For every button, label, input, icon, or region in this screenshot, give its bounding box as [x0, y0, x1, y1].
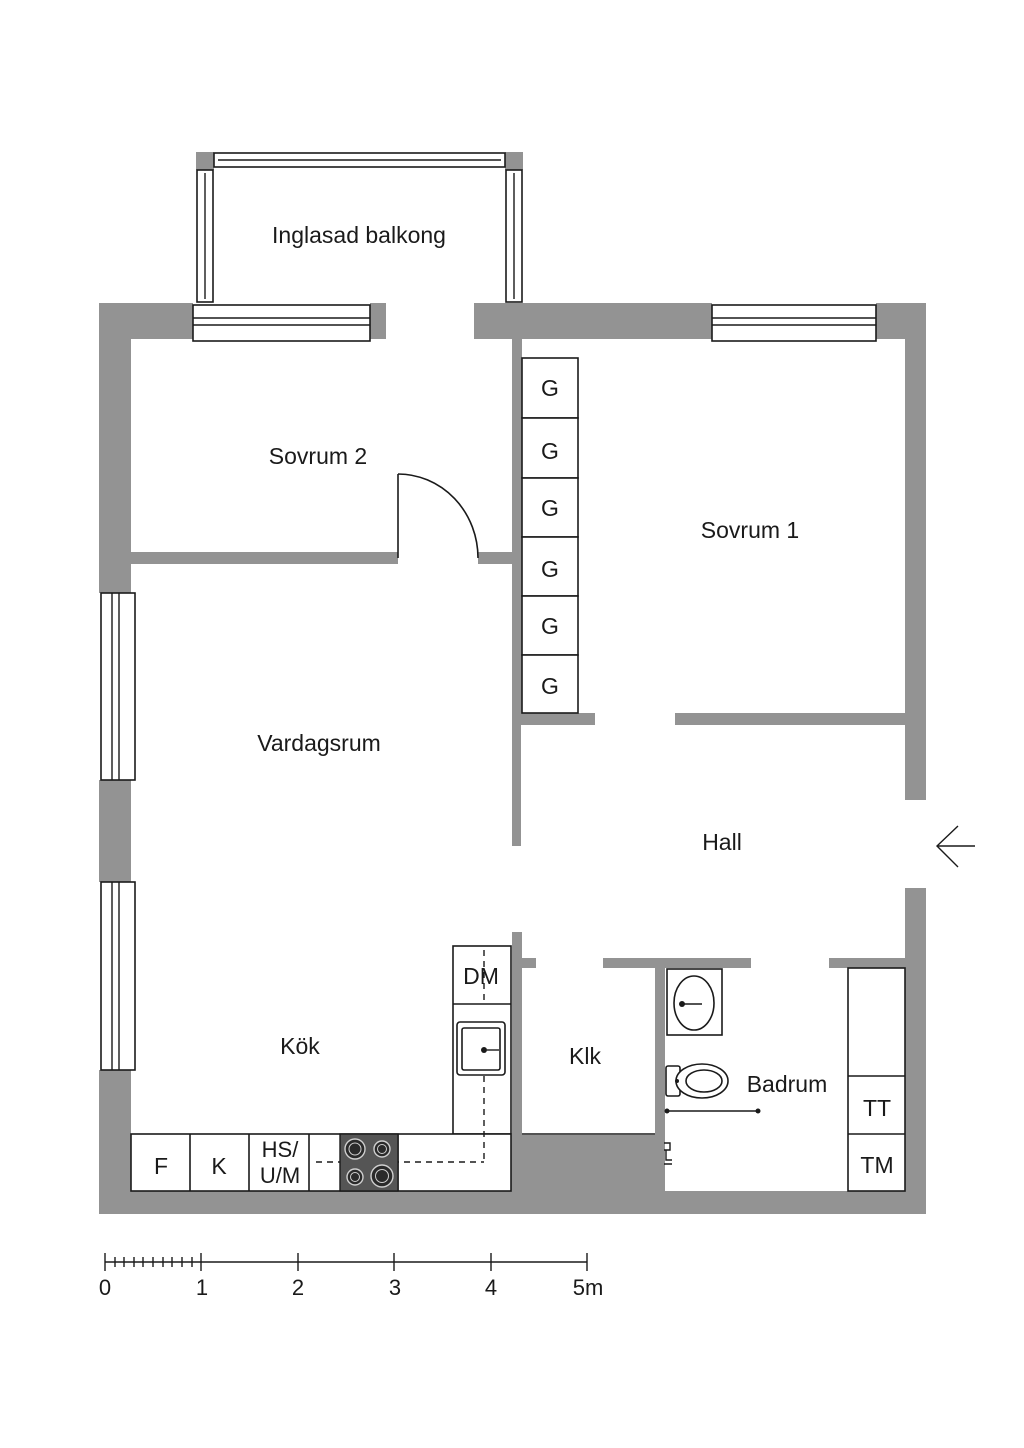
wardrobe-label: G [541, 556, 559, 582]
wardrobe-5 [521, 595, 579, 656]
freezer-label: K [211, 1153, 227, 1179]
kitchen-counter: DM F K HS/ U/M [130, 945, 512, 1192]
sink-icon [456, 1021, 506, 1076]
fridge-label: F [154, 1153, 168, 1179]
arrow-left-icon [935, 825, 975, 868]
wardrobe-1 [521, 357, 579, 419]
balcony-glazing [196, 152, 523, 303]
room-label-bedroom1: Sovrum 1 [701, 517, 799, 543]
room-label-hall: Hall [702, 829, 742, 855]
scale-label-2: 2 [292, 1275, 304, 1300]
washbasin-icon [666, 968, 723, 1036]
washer-label: TM [860, 1152, 893, 1178]
toilet-icon [665, 1063, 729, 1099]
scale-label-4: 4 [485, 1275, 497, 1300]
wardrobe-2 [521, 417, 579, 479]
wardrobe-label: G [541, 438, 559, 464]
wardrobe-label: G [541, 613, 559, 639]
room-label-kitchen: Kök [280, 1033, 320, 1059]
scale-label-5m: 5m [573, 1275, 604, 1300]
windows [100, 304, 877, 1071]
scale-label-3: 3 [389, 1275, 401, 1300]
scale-label-0: 0 [99, 1275, 111, 1300]
wardrobe-label: G [541, 673, 559, 699]
scale-bar: 0 1 2 3 4 5m [99, 1253, 603, 1300]
scale-label-1: 1 [196, 1275, 208, 1300]
bathroom-fixtures: TT TM [664, 967, 906, 1192]
cabinet-label-line1: HS/ [262, 1137, 300, 1162]
dishwasher-label: DM [463, 963, 499, 989]
cabinet-label-line2: U/M [260, 1163, 300, 1188]
room-label-bedroom2: Sovrum 2 [269, 443, 367, 469]
room-label-balcony: Inglasad balkong [272, 222, 446, 248]
room-label-closet: Klk [569, 1043, 601, 1069]
shower-icon [664, 1108, 761, 1165]
wardrobe-4 [521, 536, 579, 597]
wardrobe-label: G [541, 375, 559, 401]
dryer-label: TT [863, 1095, 891, 1121]
wardrobe-6 [521, 654, 579, 714]
wardrobe-3 [521, 477, 579, 538]
interior-walls [131, 339, 906, 1140]
wardrobe-column: G G G G G G [521, 357, 579, 714]
stove-icon [339, 1133, 399, 1192]
room-label-bathroom: Badrum [747, 1071, 828, 1097]
room-label-living: Vardagsrum [257, 730, 381, 756]
wardrobe-label: G [541, 495, 559, 521]
room-labels: Inglasad balkong Sovrum 2 Sovrum 1 Varda… [257, 222, 827, 1097]
exterior-walls [99, 303, 926, 1214]
bedroom2-door [397, 473, 479, 559]
